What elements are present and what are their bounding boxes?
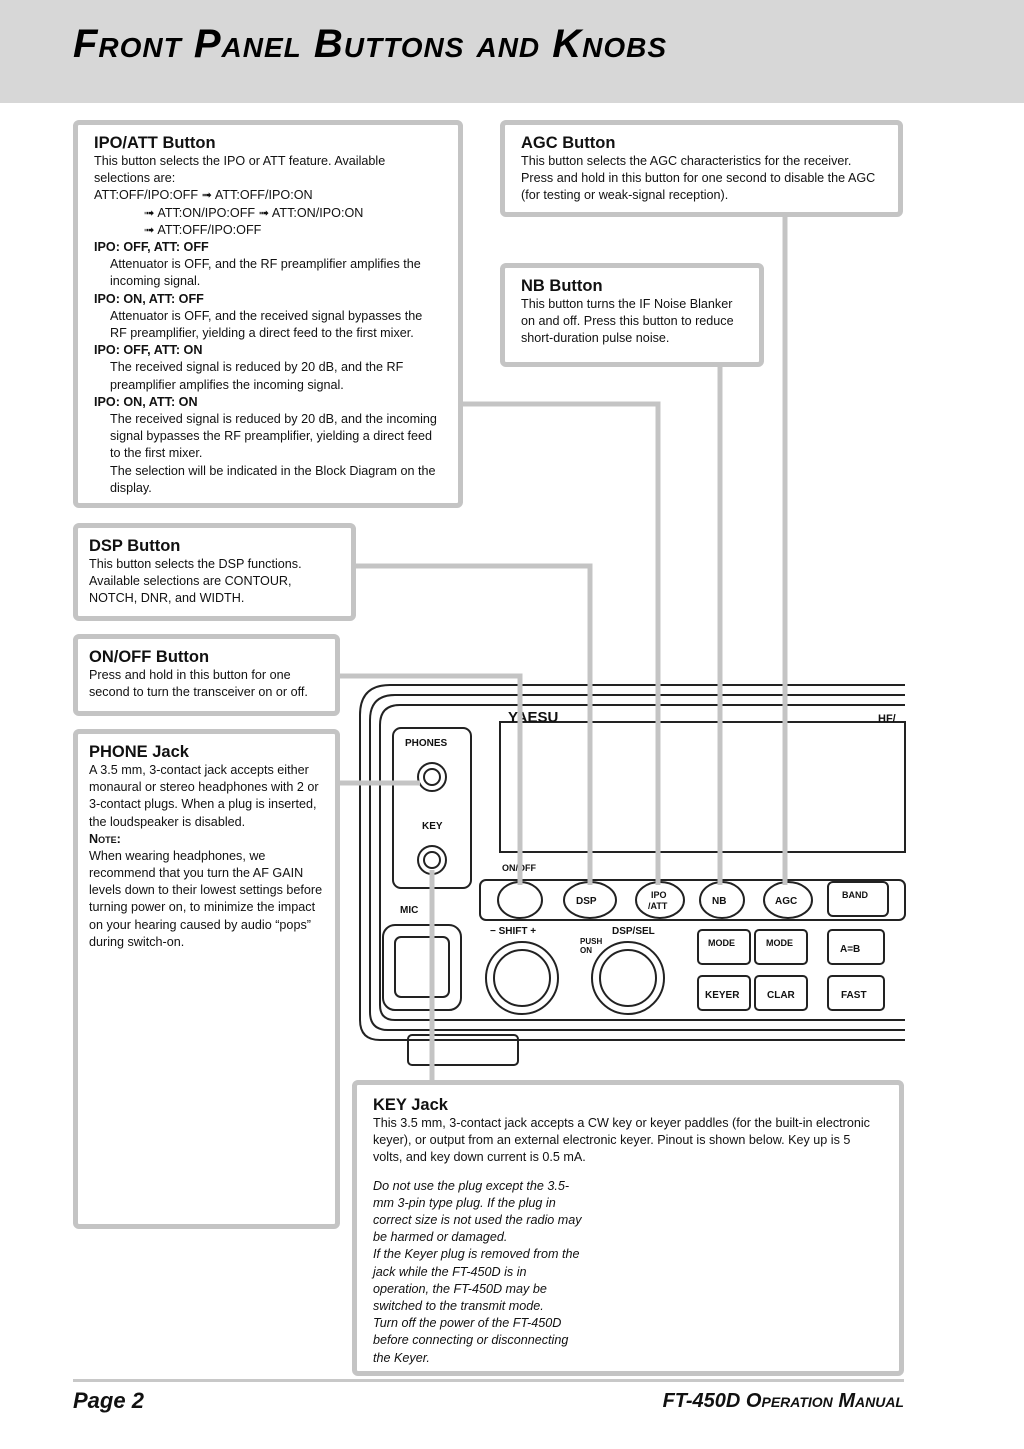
mic-connector [382, 924, 462, 1011]
key-warning-1: Do not use the plug except the 3.5-mm 3-… [373, 1178, 582, 1245]
key-jack [417, 845, 447, 875]
ipo-att-head3: IPO: OFF, ATT: ON [94, 343, 203, 358]
dsp-text: This button selects the DSP functions. A… [89, 557, 302, 606]
ipo-att-head1: IPO: OFF, ATT: OFF [94, 240, 209, 255]
panel-btn-band: BAND [842, 890, 868, 900]
model-label: HF/ [878, 713, 896, 725]
ipo-att-seq2: ➟ ATT:ON/IPO:OFF ➟ ATT:ON/IPO:ON [144, 205, 364, 220]
key-warning-2: If the Keyer plug is removed from the ja… [373, 1247, 580, 1314]
panel-btn-dsp: DSP [576, 896, 597, 907]
manual-title: FT-450D Operation Manual [662, 1390, 904, 1412]
phones-label: PHONES [405, 738, 448, 749]
ipo-att-seq1: ATT:OFF/IPO:OFF ➟ ATT:OFF/IPO:ON [94, 188, 313, 203]
dsp-box: DSP Button This button selects the DSP f… [73, 523, 356, 621]
brand-label: YAESU [508, 709, 558, 726]
header-band [0, 0, 1024, 103]
panel-dspsel-label: DSP/SEL [612, 926, 655, 937]
nb-box: NB Button This button turns the IF Noise… [500, 263, 764, 367]
ipo-att-text5: The selection will be indicated in the B… [110, 463, 436, 495]
nb-title: NB Button [521, 277, 603, 295]
onoff-box: ON/OFF Button Press and hold in this but… [73, 634, 340, 716]
panel-btn-keyer: KEYER [705, 990, 740, 1001]
ipo-att-text3: The received signal is reduced by 20 dB,… [110, 360, 404, 392]
key-warning-3: Turn off the power of the FT-450D before… [373, 1316, 569, 1365]
page-title: Front Panel Buttons and Knobs [73, 22, 668, 66]
ipo-att-text2: Attenuator is OFF, and the received sign… [110, 308, 423, 341]
ipo-att-text4: The received signal is reduced by 20 dB,… [110, 412, 437, 461]
panel-btn-mode-down: MODE [708, 938, 735, 948]
panel-shift-label: − SHIFT + [490, 926, 536, 937]
onoff-title: ON/OFF Button [89, 648, 210, 666]
phone-text: A 3.5 mm, 3-contact jack accepts either … [89, 763, 319, 829]
panel-push-label: PUSH [580, 937, 602, 946]
agc-box: AGC Button This button selects the AGC c… [500, 120, 903, 217]
panel-btn-agc: AGC [775, 896, 797, 907]
panel-btn-att: /ATT [648, 901, 668, 911]
phones-jack [417, 762, 447, 792]
radio-body [359, 684, 906, 1066]
panel-btn-mode-up: MODE [766, 938, 793, 948]
agc-text: This button selects the AGC characterist… [521, 154, 876, 203]
ipo-att-head4: IPO: ON, ATT: ON [94, 394, 198, 409]
panel-btn-ipo: IPO [651, 890, 667, 900]
phone-title: PHONE Jack [89, 743, 189, 761]
phone-note-label: Note: [89, 831, 121, 846]
ipo-att-seq3: ➟ ATT:OFF/IPO:OFF [144, 222, 262, 237]
panel-btn-fast: FAST [841, 990, 867, 1001]
phone-note: When wearing headphones, we recommend th… [89, 848, 323, 949]
dsp-title: DSP Button [89, 537, 181, 555]
mic-label: MIC [400, 905, 418, 916]
panel-btn-ab: A=B [840, 944, 860, 955]
agc-title: AGC Button [521, 134, 616, 152]
panel-btn-nb: NB [712, 896, 726, 907]
ipo-att-head2: IPO: ON, ATT: OFF [94, 291, 204, 306]
phone-box: PHONE Jack A 3.5 mm, 3-contact jack acce… [73, 729, 340, 1229]
ipo-att-text1: Attenuator is OFF, and the RF preamplifi… [110, 257, 421, 289]
button-row [479, 879, 906, 1015]
footer-rule [73, 1379, 904, 1382]
nb-text: This button turns the IF Noise Blanker o… [521, 297, 734, 346]
ipo-att-title: IPO/ATT Button [94, 134, 216, 152]
onoff-text: Press and hold in this button for one se… [89, 668, 308, 700]
panel-btn-clar: CLAR [767, 990, 796, 1001]
page-number: Page 2 [73, 1388, 144, 1413]
panel-on-label: ON [580, 946, 592, 955]
ipo-att-box: IPO/ATT Button This button selects the I… [73, 120, 463, 508]
key-text: This 3.5 mm, 3-contact jack accepts a CW… [373, 1116, 870, 1165]
ipo-att-intro: This button selects the IPO or ATT featu… [94, 154, 386, 186]
key-panel-label: KEY [422, 821, 443, 832]
onoff-panel-label: ON/OFF [502, 863, 536, 873]
key-title: KEY Jack [373, 1096, 448, 1114]
key-box: KEY Jack This 3.5 mm, 3-contact jack acc… [352, 1080, 904, 1376]
